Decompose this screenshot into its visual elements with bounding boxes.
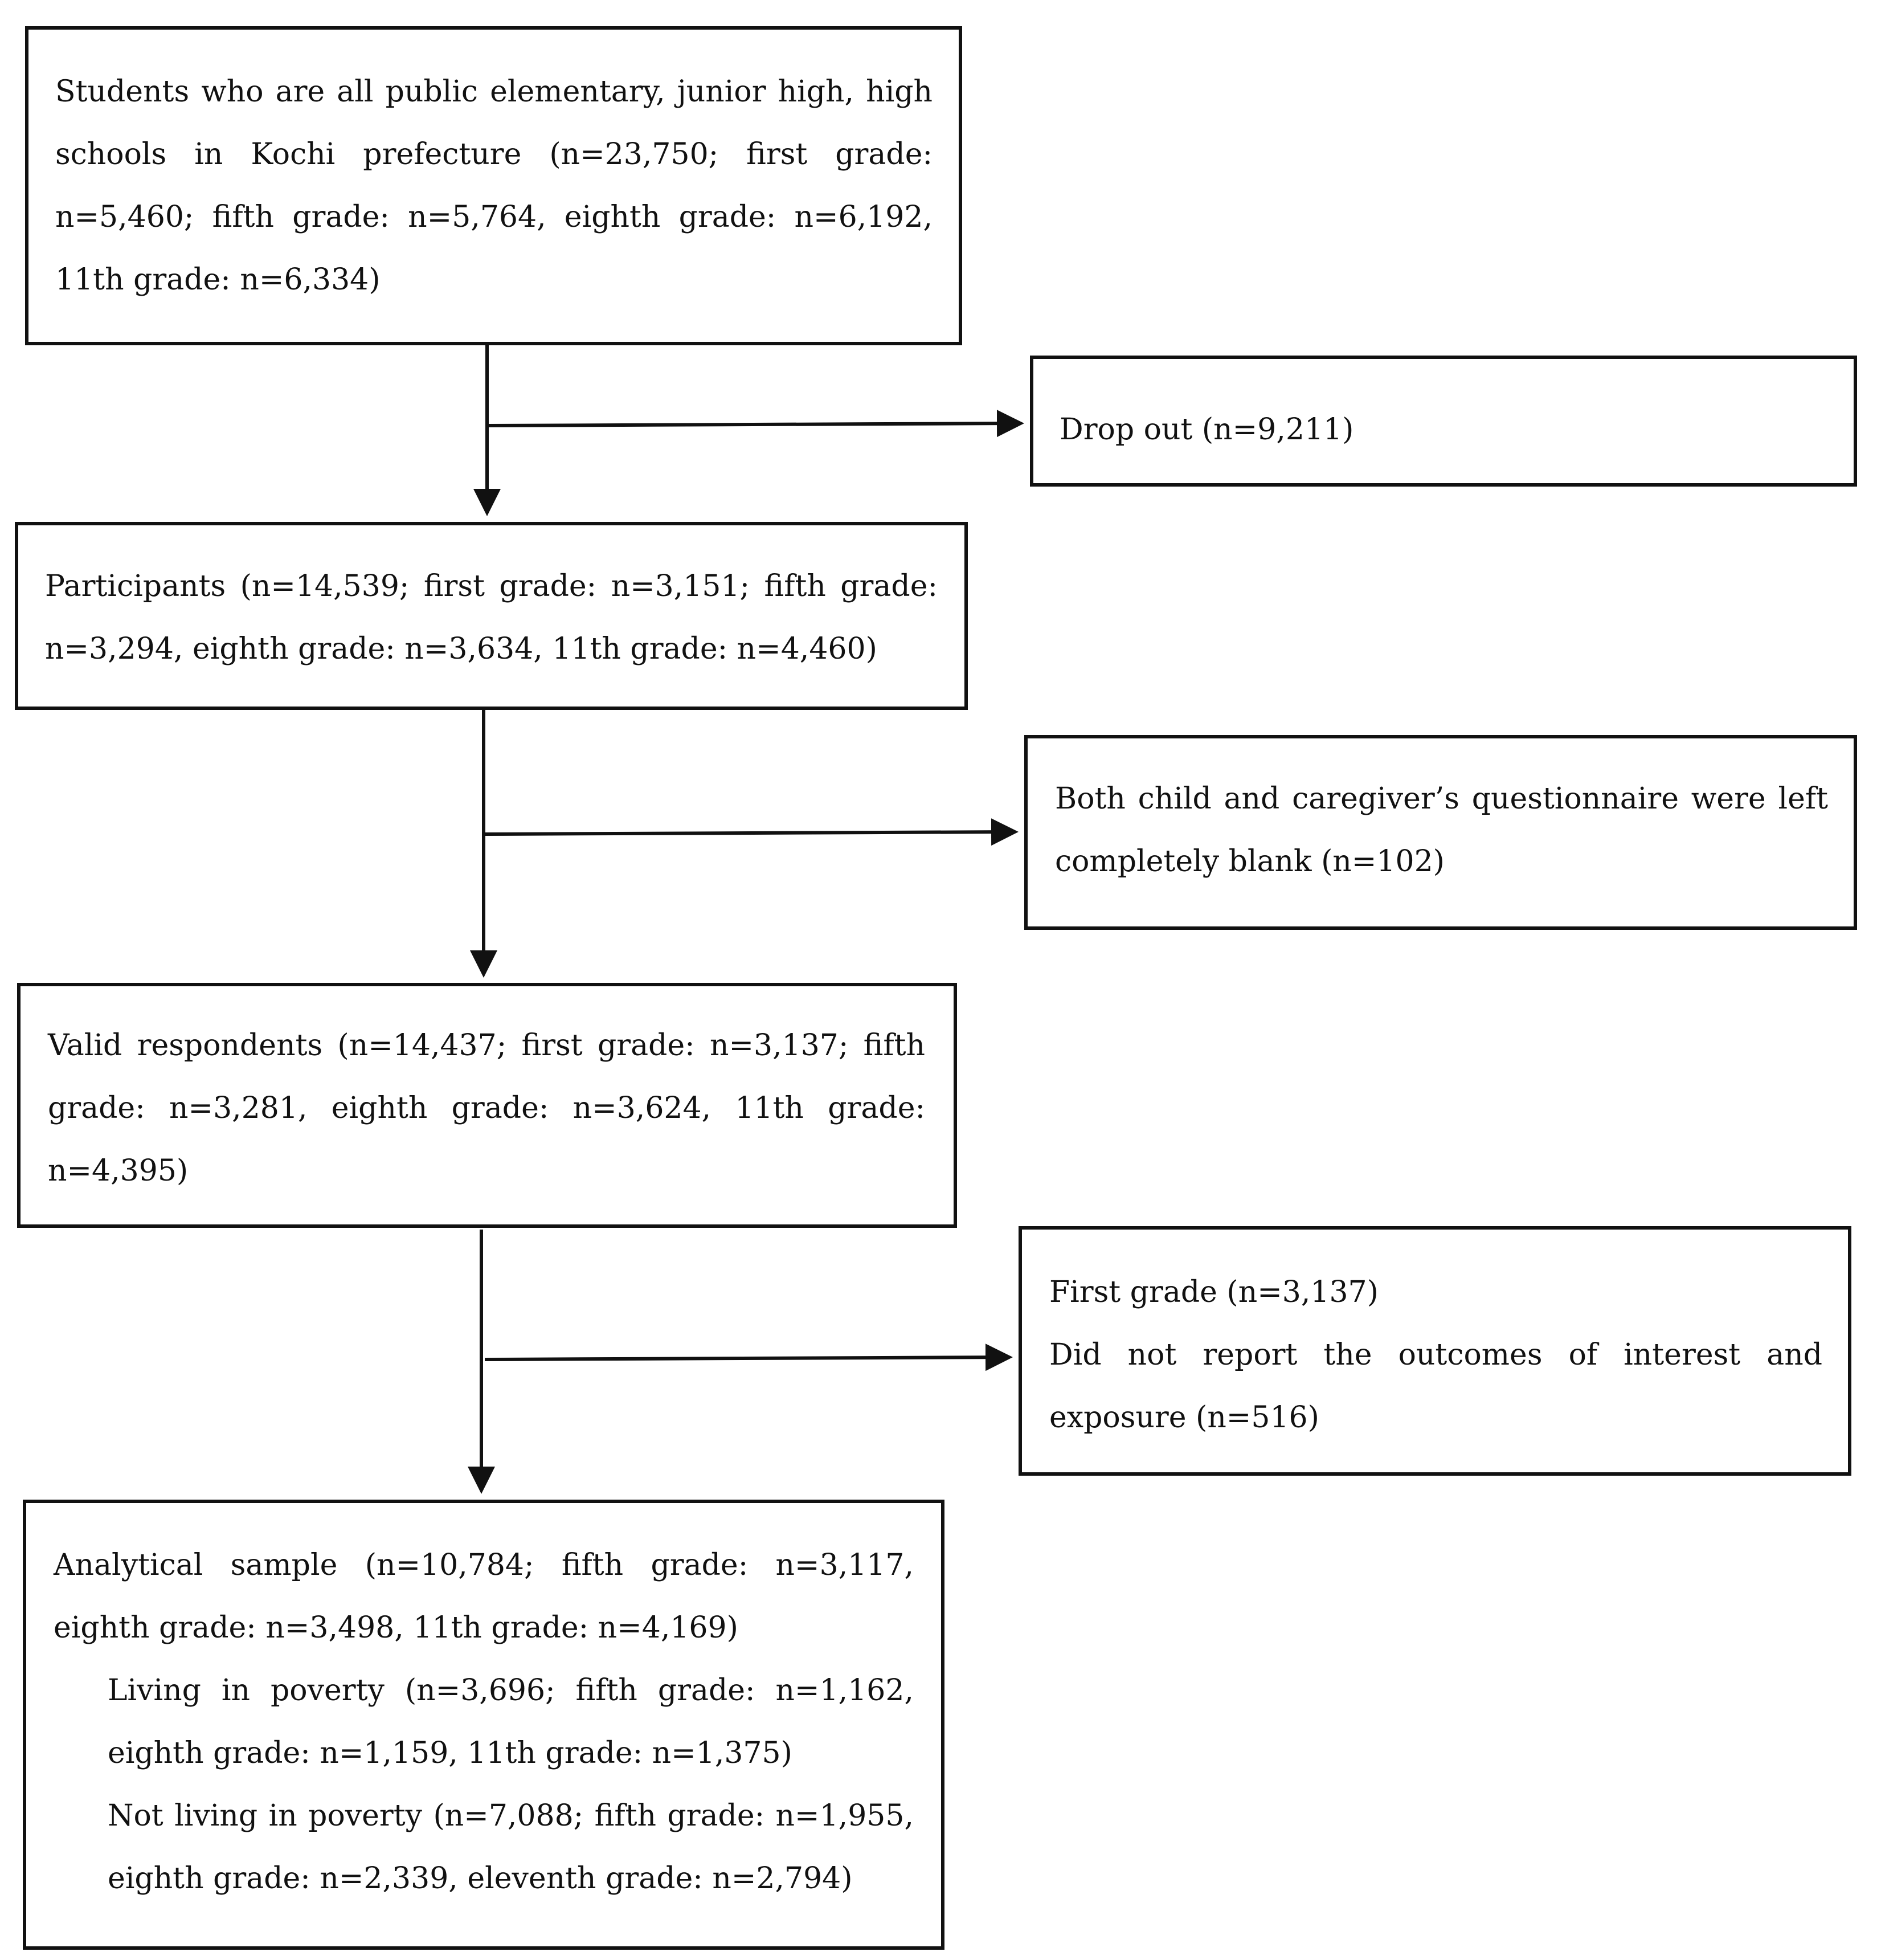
box-participants	[15, 522, 968, 710]
box-drop-out-text: Drop out (n=9,211)	[1060, 413, 1354, 447]
box-analytical-sample-text: Analytical sample (n=10,784; fifth grade…	[54, 1534, 914, 1910]
arrow-to-first-grade-excluded	[484, 1344, 1013, 1371]
arrow-to-blank-questionnaire	[485, 818, 1019, 846]
arrow-to-drop-out	[488, 410, 1024, 438]
box-students-total-text: Students who are all public elementary, …	[55, 75, 933, 297]
box-blank-questionnaire	[1024, 735, 1857, 930]
excluded-reason-line: Did not report the outcomes of interest …	[1049, 1338, 1822, 1435]
not-living-in-poverty-line: Not living in poverty (n=7,088; fifth gr…	[108, 1799, 914, 1896]
box-first-grade-excluded	[1019, 1226, 1851, 1476]
box-analytical-sample	[23, 1500, 944, 1950]
box-participants-text: Participants (n=14,539; first grade: n=3…	[45, 569, 938, 666]
living-in-poverty-line: Living in poverty (n=3,696; fifth grade:…	[108, 1673, 914, 1770]
box-drop-out	[1030, 356, 1857, 487]
analytical-sample-line: Analytical sample (n=10,784; fifth grade…	[54, 1548, 914, 1645]
box-valid-respondents	[17, 983, 957, 1228]
box-first-grade-excluded-text: First grade (n=3,137) Did not report the…	[1049, 1261, 1822, 1449]
box-valid-respondents-text: Valid respondents (n=14,437; first grade…	[48, 1028, 925, 1188]
box-blank-questionnaire-text: Both child and caregiver’s questionnaire…	[1055, 782, 1828, 879]
box-students-total	[25, 26, 962, 345]
first-grade-line: First grade (n=3,137)	[1049, 1275, 1379, 1309]
